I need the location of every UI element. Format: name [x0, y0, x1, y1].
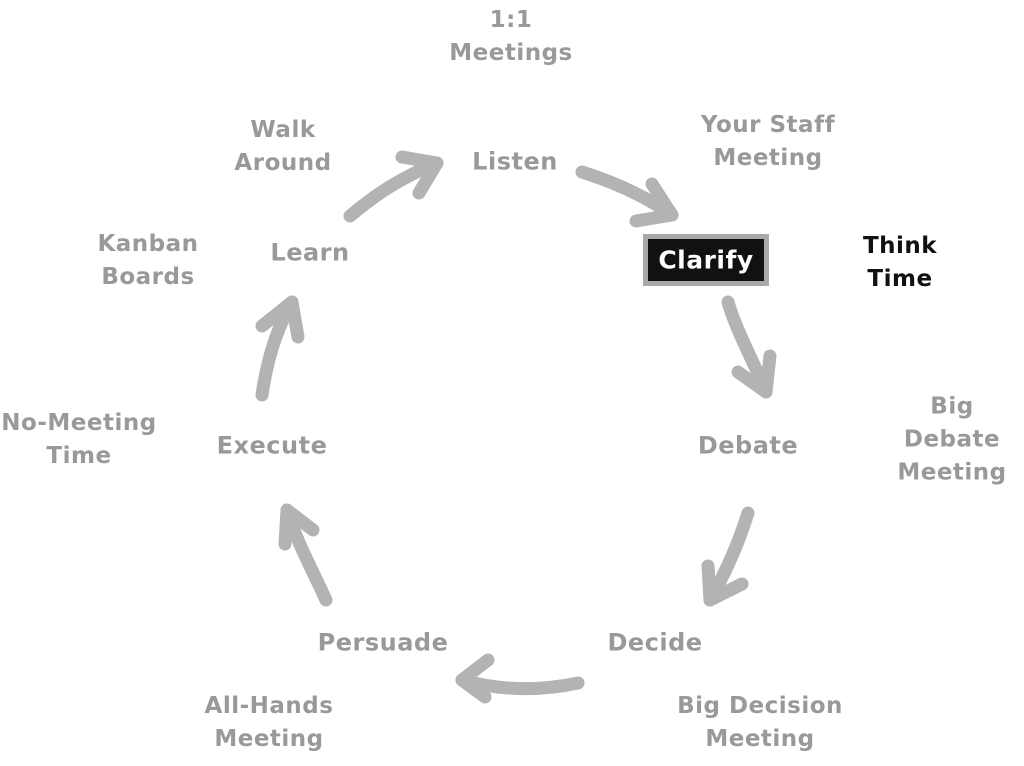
practice-no-meeting-time: No-Meeting Time: [1, 410, 157, 469]
practice-think-time: Think Time: [862, 233, 938, 292]
arrow-learn-to-listen: [343, 150, 444, 223]
stage-learn: Learn: [270, 238, 350, 267]
stage-debate: Debate: [697, 431, 799, 460]
stage-decide: Decide: [607, 628, 703, 657]
stage-persuade: Persuade: [317, 628, 449, 657]
arrow-listen-to-clarify: [575, 165, 679, 228]
stage-clarify-highlight: Clarify: [643, 234, 769, 286]
stage-listen: Listen: [472, 147, 558, 176]
arrow-decide-to-persuade: [455, 653, 585, 704]
practice-one-on-one-meetings: 1:1 Meetings: [449, 7, 573, 66]
stage-execute: Execute: [216, 431, 328, 460]
practice-all-hands-meeting: All-Hands Meeting: [204, 693, 334, 752]
practice-big-decision-meeting: Big Decision Meeting: [677, 693, 843, 752]
arrow-execute-to-learn: [255, 295, 305, 402]
arrow-persuade-to-execute: [278, 503, 333, 607]
practice-kanban-boards: Kanban Boards: [97, 231, 199, 290]
curved-arrow-icon: [343, 156, 444, 223]
practice-walk-around: Walk Around: [234, 117, 332, 176]
stage-clarify: Clarify: [658, 245, 754, 275]
arrow-clarify-to-debate: [721, 295, 777, 399]
arrow-debate-to-decide: [701, 506, 755, 607]
practice-staff-meeting: Your Staff Meeting: [700, 112, 836, 171]
practice-big-debate-meeting: Big Debate Meeting: [897, 393, 1007, 486]
